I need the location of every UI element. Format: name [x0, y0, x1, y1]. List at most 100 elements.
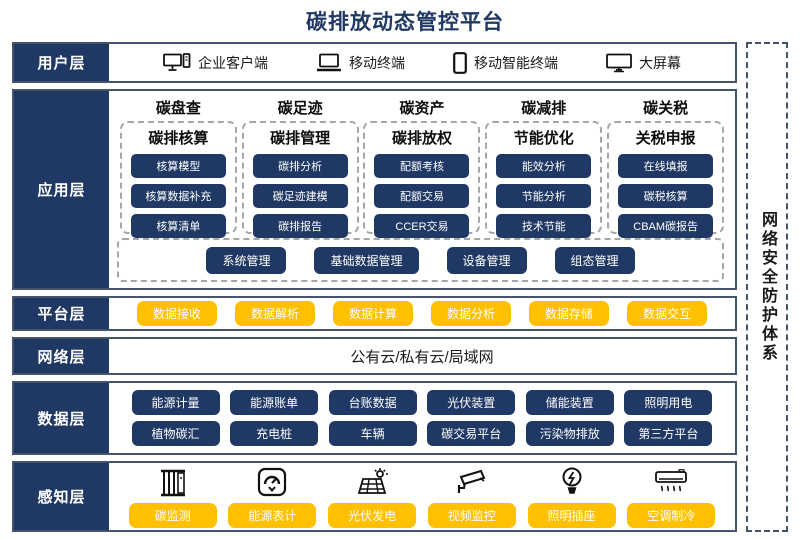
app-column-box: 关税申报 在线填报 碳税核算 CBAM碳报告	[607, 121, 725, 238]
app-function-pill: CBAM碳报告	[618, 214, 714, 238]
data-pill: 碳交易平台	[427, 421, 516, 446]
platform-pill: 数据存储	[529, 301, 609, 326]
app-common-pill: 设备管理	[446, 246, 527, 274]
security-band-label: 网络安全防护体系	[759, 211, 776, 363]
platform-pill: 数据计算	[333, 301, 413, 326]
app-column-carbon-footprint: 碳足迹 碳排管理 碳排分析 碳足迹建模 碳排报告	[241, 96, 359, 238]
perception-layer-label: 感知层	[14, 463, 109, 530]
app-column-header: 碳盘查	[155, 100, 201, 117]
app-column-box: 碳排放权 配额考核 配额交易 CCER交易	[363, 121, 481, 238]
app-column-header: 碳足迹	[277, 100, 323, 117]
app-column-title: 碳排放权	[391, 130, 452, 147]
user-item-label: 企业客户端	[198, 54, 268, 71]
app-function-pill: 碳排报告	[252, 214, 348, 238]
app-function-pill: 配额考核	[374, 154, 470, 178]
data-pill: 第三方平台	[624, 421, 713, 446]
app-function-pill: 能效分析	[496, 154, 592, 178]
perception-pill: 视频监控	[427, 503, 516, 528]
data-pill: 储能装置	[525, 390, 614, 415]
app-column-carbon-tariff: 碳关税 关税申报 在线填报 碳税核算 CBAM碳报告	[607, 96, 725, 238]
app-column-header: 碳资产	[399, 100, 445, 117]
app-function-pill: 核算数据补充	[130, 184, 226, 208]
perception-pill: 光伏发电	[328, 503, 417, 528]
app-common-pill: 系统管理	[206, 246, 287, 274]
app-common-pill: 基础数据管理	[314, 246, 419, 274]
data-row-1: 能源计量 能源账单 台账数据 光伏装置 储能装置 照明用电	[121, 390, 723, 415]
app-function-pill: 技术节能	[496, 214, 592, 238]
user-item-label: 移动智能终端	[474, 54, 558, 71]
network-layer-content: 公有云/私有云/局域网	[109, 339, 735, 373]
perception-pill: 空调制冷	[627, 503, 716, 528]
app-column-title: 节能优化	[513, 130, 574, 147]
app-function-pill: 在线填报	[618, 154, 714, 178]
app-common-management-box: 系统管理 基础数据管理 设备管理 组态管理	[117, 238, 724, 282]
platform-layer-content: 数据接收 数据解析 数据计算 数据分析 数据存储 数据交互	[109, 298, 735, 329]
user-items: 企业客户端 移动终端 移动智能终端	[109, 44, 735, 81]
perception-item-solar-power: 光伏发电	[328, 465, 417, 528]
app-column-header: 碳减排	[521, 100, 567, 117]
perception-pill: 能源表计	[228, 503, 317, 528]
big-screen-icon	[606, 53, 632, 73]
perception-item-energy-meter: 能源表计	[228, 465, 317, 528]
cctv-camera-icon	[455, 465, 489, 497]
data-pill: 污染物排放	[525, 421, 614, 446]
desktop-pc-icon	[163, 52, 191, 73]
data-pill: 光伏装置	[427, 390, 516, 415]
data-pill: 植物碳汇	[131, 421, 220, 446]
platform-pill: 数据接收	[137, 301, 217, 326]
data-pill: 能源计量	[131, 390, 220, 415]
app-column-title: 碳排核算	[148, 130, 209, 147]
data-pill: 台账数据	[328, 390, 417, 415]
data-pill: 车辆	[328, 421, 417, 446]
app-column-title: 关税申报	[635, 130, 696, 147]
data-layer-label: 数据层	[14, 383, 109, 453]
app-columns: 碳盘查 碳排核算 核算模型 核算数据补充 核算清单 碳足迹 碳排管理 碳排分析 …	[109, 91, 735, 238]
perception-item-air-conditioning: 空调制冷	[627, 465, 716, 528]
perception-layer-row: 感知层 碳监测 能源表计	[12, 461, 737, 532]
laptop-icon	[316, 53, 342, 73]
network-layer-row: 网络层 公有云/私有云/局域网	[12, 337, 737, 375]
app-function-pill: 碳税核算	[618, 184, 714, 208]
energy-meter-icon	[257, 465, 287, 497]
light-bulb-icon	[560, 465, 584, 497]
perception-item-lighting-socket: 照明插座	[527, 465, 616, 528]
data-pill: 能源账单	[230, 390, 319, 415]
data-pill: 照明用电	[624, 390, 713, 415]
app-layer-label: 应用层	[14, 91, 109, 288]
app-function-pill: 碳排分析	[252, 154, 348, 178]
air-conditioner-icon	[654, 465, 688, 497]
app-function-pill: 配额交易	[374, 184, 470, 208]
user-layer-row: 用户层 企业客户端 移动终端	[12, 42, 737, 83]
page-title: 碳排放动态管控平台	[306, 11, 504, 34]
app-column-box: 碳排管理 碳排分析 碳足迹建模 碳排报告	[241, 121, 359, 238]
solar-panel-icon	[355, 465, 389, 497]
perception-pill: 照明插座	[527, 503, 616, 528]
app-column-carbon-reduction: 碳减排 节能优化 能效分析 节能分析 技术节能	[485, 96, 603, 238]
data-row-2: 植物碳汇 充电桩 车辆 碳交易平台 污染物排放 第三方平台	[121, 421, 723, 446]
perception-items: 碳监测 能源表计 光伏发电	[109, 463, 735, 530]
user-item-label: 移动终端	[349, 54, 405, 71]
app-column-carbon-asset: 碳资产 碳排放权 配额考核 配额交易 CCER交易	[363, 96, 481, 238]
user-layer-label: 用户层	[14, 44, 109, 81]
perception-pill: 碳监测	[128, 503, 217, 528]
app-layer-content: 碳盘查 碳排核算 核算模型 核算数据补充 核算清单 碳足迹 碳排管理 碳排分析 …	[109, 91, 735, 288]
app-column-box: 节能优化 能效分析 节能分析 技术节能	[485, 121, 603, 238]
user-item-smart-terminal: 移动智能终端	[453, 51, 558, 74]
app-function-pill: 节能分析	[496, 184, 592, 208]
network-layer-text: 公有云/私有云/局域网	[350, 348, 494, 366]
data-layer-row: 数据层 能源计量 能源账单 台账数据 光伏装置 储能装置 照明用电 植物碳汇 充…	[12, 381, 737, 455]
app-column-header: 碳关税	[643, 100, 689, 117]
app-column-box: 碳排核算 核算模型 核算数据补充 核算清单	[119, 121, 237, 238]
app-common-pill: 组态管理	[554, 246, 635, 274]
security-band: 网络安全防护体系	[746, 42, 788, 532]
platform-items: 数据接收 数据解析 数据计算 数据分析 数据存储 数据交互	[109, 298, 735, 329]
user-item-mobile-terminal: 移动终端	[316, 53, 405, 73]
app-column-carbon-inventory: 碳盘查 碳排核算 核算模型 核算数据补充 核算清单	[119, 96, 237, 238]
platform-pill: 数据交互	[627, 301, 707, 326]
smartphone-icon	[453, 51, 467, 74]
platform-layer-row: 平台层 数据接收 数据解析 数据计算 数据分析 数据存储 数据交互	[12, 296, 737, 331]
user-item-big-screen: 大屏幕	[606, 53, 681, 73]
perception-item-video-surveillance: 视频监控	[427, 465, 516, 528]
user-item-label: 大屏幕	[639, 54, 681, 71]
